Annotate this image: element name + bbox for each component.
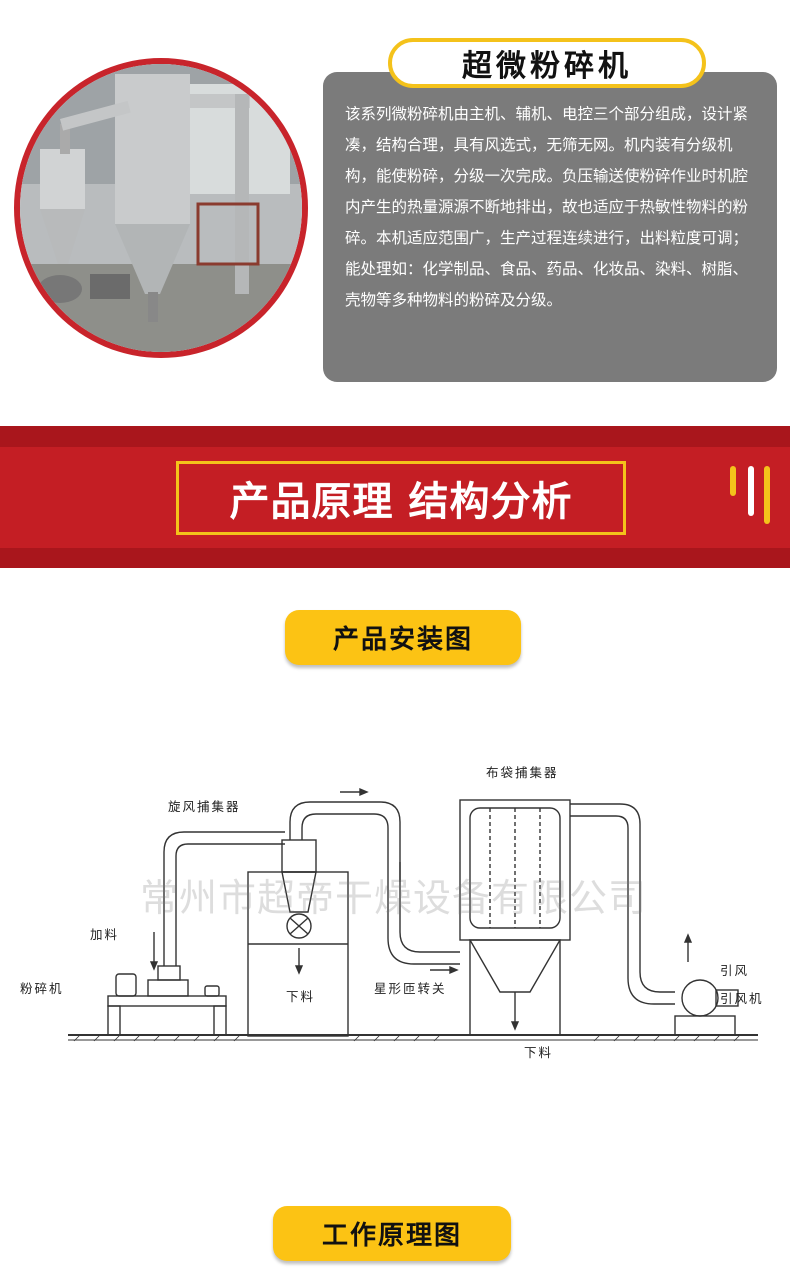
- install-heading-pill: 产品安装图: [285, 610, 521, 665]
- label-bag-collector: 布袋捕集器: [486, 765, 559, 780]
- principle-heading: 工作原理图: [321, 1221, 462, 1251]
- banner-title-frame: 产品原理 结构分析: [176, 461, 626, 535]
- product-description: 该系列微粉碎机由主机、辅机、电控三个部分组成，设计紧凑，结构合理，具有风选式，无…: [345, 105, 749, 309]
- product-photo: [14, 58, 308, 358]
- product-title-pill: 超微粉碎机: [388, 38, 706, 88]
- banner-title: 产品原理 结构分析: [229, 479, 573, 525]
- decor-bar-3: [764, 466, 770, 524]
- label-feed: 加料: [90, 927, 120, 942]
- description-box: 该系列微粉碎机由主机、辅机、电控三个部分组成，设计紧凑，结构合理，具有风选式，无…: [323, 72, 777, 382]
- principle-heading-pill: 工作原理图: [273, 1206, 511, 1261]
- decor-bar-2: [748, 466, 754, 516]
- label-rotary-valve: 星形匝转关: [374, 981, 447, 996]
- label-draft: 引风: [720, 963, 750, 978]
- label-cyclone: 旋风捕集器: [168, 799, 241, 814]
- decor-bar-1: [730, 466, 736, 496]
- label-fan: 引风机: [720, 991, 764, 1006]
- watermark: 常州市超帝干燥设备有限公司: [140, 876, 648, 920]
- installation-diagram: 旋风捕集器 布袋捕集器 加料 粉碎机 下料 星形匝转关 下料 引风 引风机: [20, 752, 762, 1072]
- install-heading: 产品安装图: [332, 625, 473, 655]
- label-discharge-left: 下料: [286, 989, 316, 1004]
- label-discharge-bottom: 下料: [524, 1045, 554, 1060]
- label-mill: 粉碎机: [20, 981, 64, 996]
- product-title: 超微粉碎机: [462, 49, 632, 84]
